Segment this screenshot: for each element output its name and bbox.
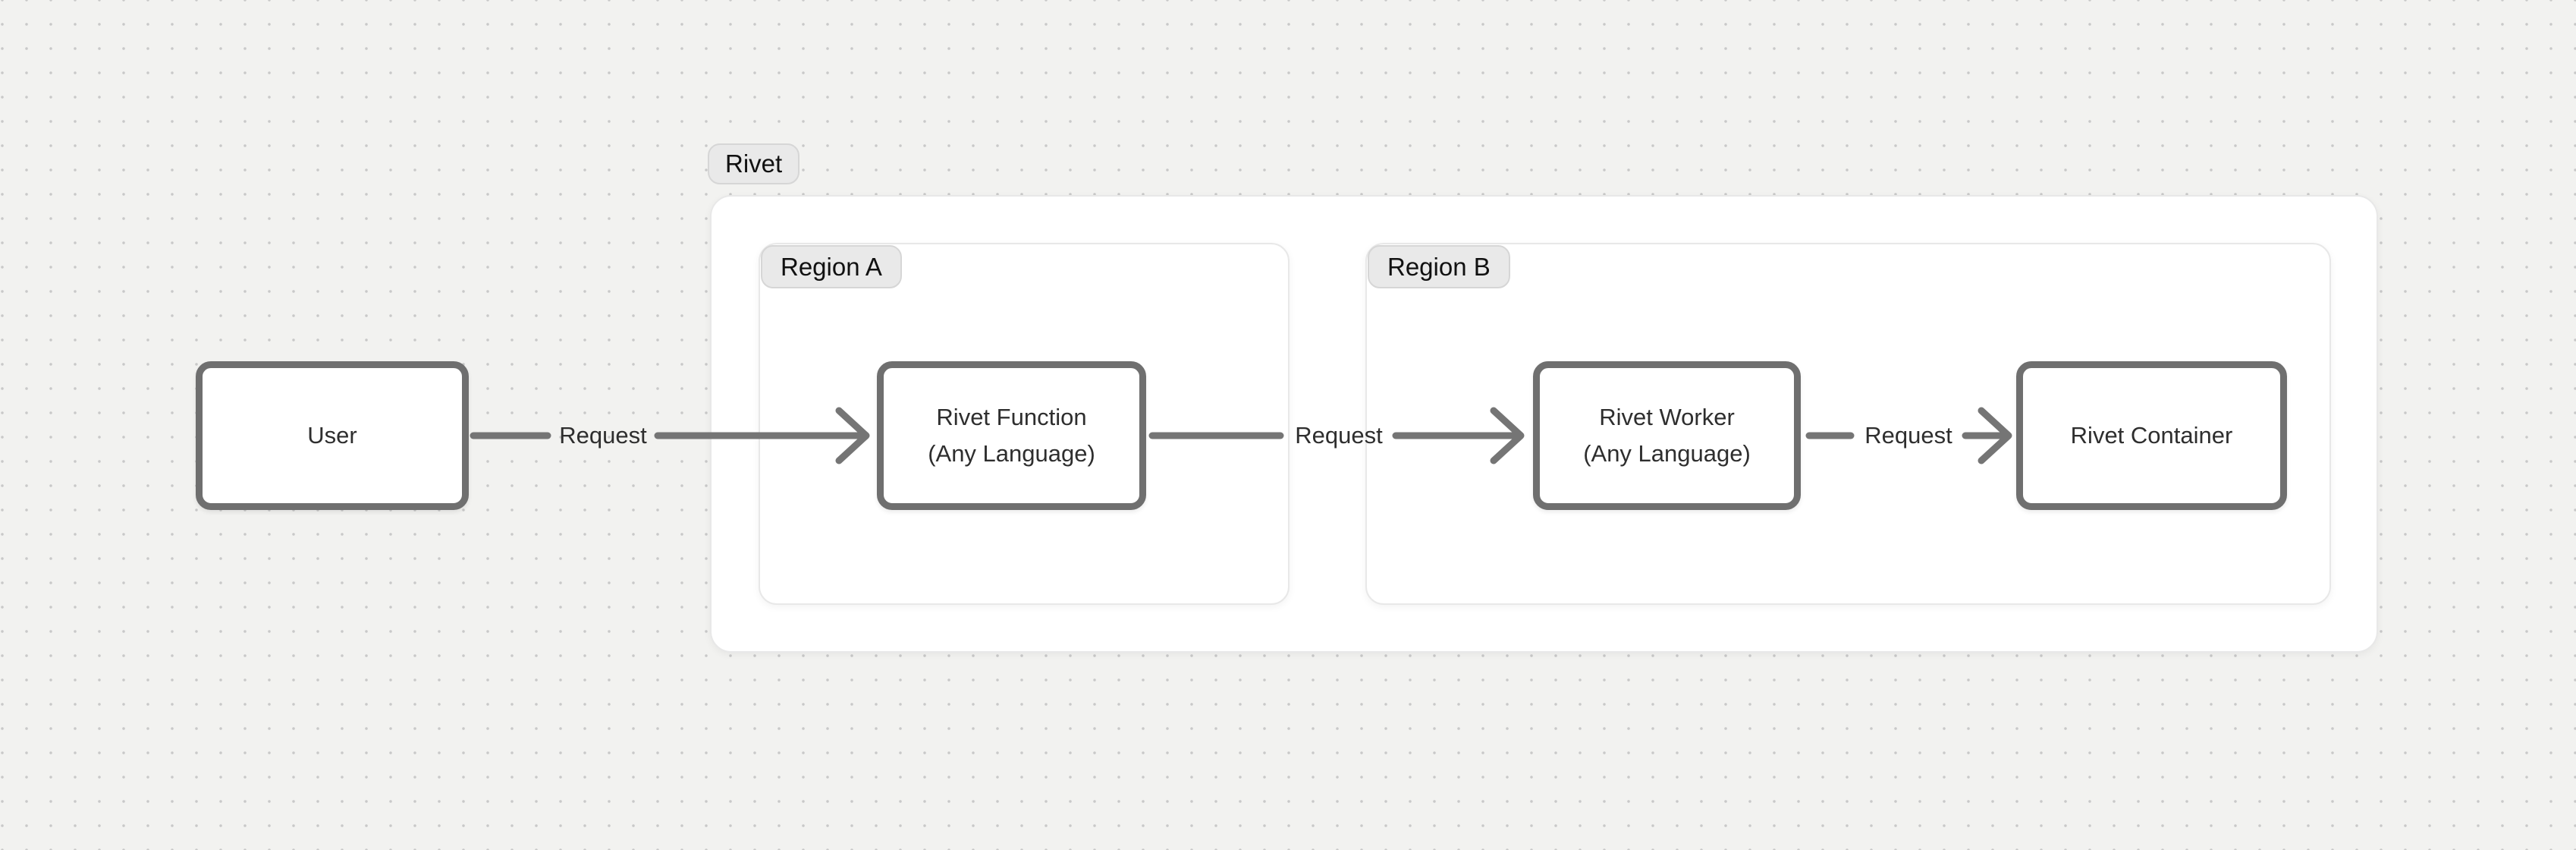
edge-label-request-3[interactable]: Request xyxy=(1864,422,1952,449)
region-a-badge[interactable]: Region A xyxy=(761,245,902,288)
node-label-line: (Any Language) xyxy=(1583,440,1751,467)
node-label-line: (Any Language) xyxy=(928,440,1095,467)
rivet-group-badge[interactable]: Rivet xyxy=(708,143,800,184)
region-b-badge[interactable]: Region B xyxy=(1368,245,1510,288)
arrow-user-to-function[interactable] xyxy=(470,407,870,464)
arrow-function-to-worker[interactable] xyxy=(1148,407,1525,464)
edge-label-request-2[interactable]: Request xyxy=(1295,422,1383,449)
node-rivet-function[interactable]: Rivet Function (Any Language) xyxy=(877,361,1146,510)
node-label-line: User xyxy=(307,422,357,449)
node-label-line: Rivet Worker xyxy=(1599,404,1735,430)
node-user[interactable]: User xyxy=(196,361,469,510)
node-label-line: Rivet Function xyxy=(936,404,1087,430)
node-rivet-container[interactable]: Rivet Container xyxy=(2016,361,2287,510)
arrow-worker-to-container[interactable] xyxy=(1805,407,2012,464)
node-label-line: Rivet Container xyxy=(2070,422,2233,449)
node-rivet-worker[interactable]: Rivet Worker (Any Language) xyxy=(1533,361,1801,510)
edge-label-request-1[interactable]: Request xyxy=(559,422,647,449)
